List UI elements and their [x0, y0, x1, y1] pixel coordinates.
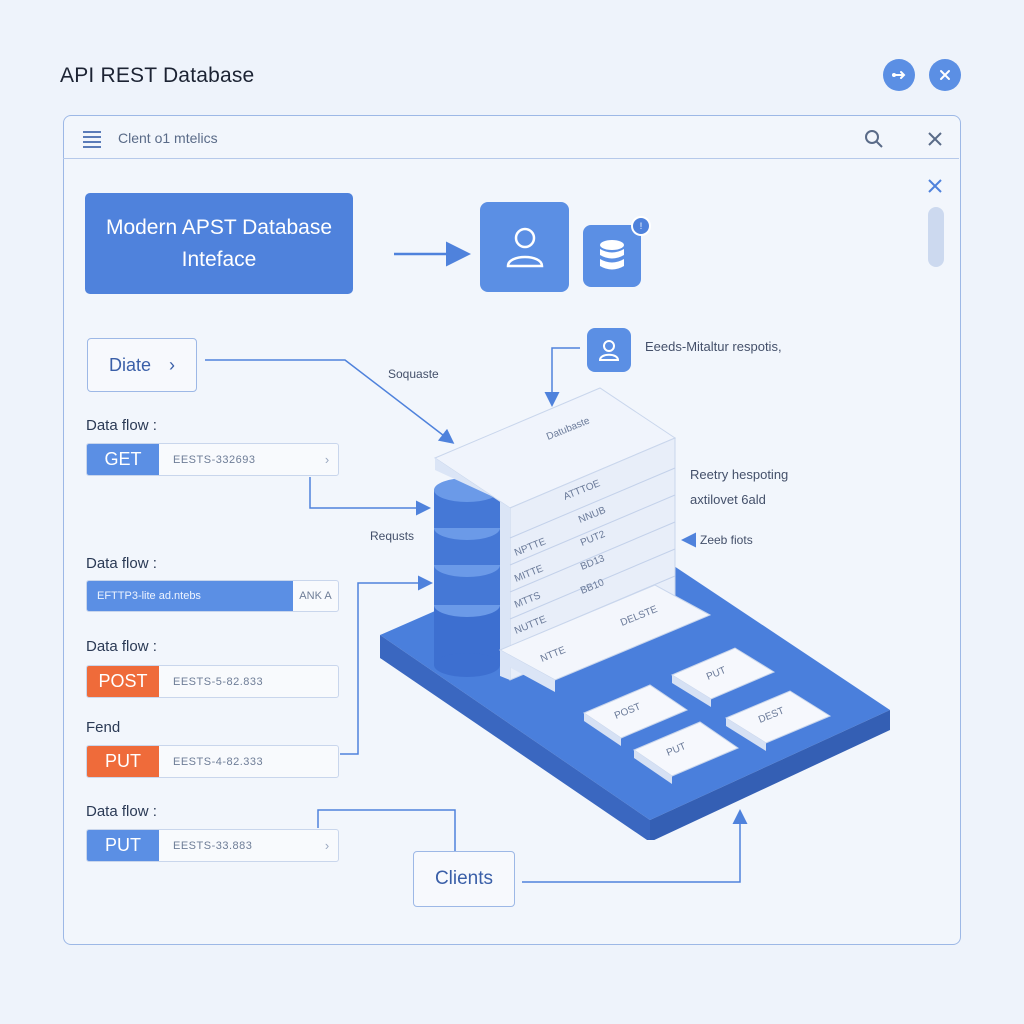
window-title: Clent o1 mtelics — [118, 130, 218, 146]
database-icon — [600, 240, 624, 270]
chevron-right-icon: › — [324, 838, 330, 853]
notification-badge: ! — [631, 216, 651, 236]
flow-label: Data flow : — [86, 803, 157, 820]
cylinder-stack — [434, 478, 500, 677]
flow-end-value: ANK A — [299, 590, 332, 602]
key-post[interactable]: POST — [582, 684, 689, 746]
flow-label: Data flow : — [86, 638, 157, 655]
flow-value: EESTS-33.883 — [173, 839, 253, 852]
flow-row-post[interactable]: POST EESTS-5-82.833 — [86, 665, 339, 698]
flow-row-http[interactable]: EFTTP3-lite ad.ntebs ANK A — [86, 580, 339, 612]
key-put-top[interactable]: PUT — [670, 647, 776, 707]
flow-row-get[interactable]: GET EESTS-332693 › — [86, 443, 339, 476]
method-badge: POST — [87, 666, 159, 697]
flow-label: Data flow : — [86, 417, 157, 434]
chevron-right-icon: › — [169, 354, 176, 375]
method-badge: GET — [87, 444, 159, 475]
annotation-right-2: axtilovet 6ald — [690, 492, 766, 507]
user-icon — [506, 227, 543, 268]
close-icon — [928, 132, 942, 146]
flow-value: EESTS-5-82.833 — [173, 675, 264, 688]
hero-line-1: Modern APST Database — [105, 215, 333, 239]
date-button[interactable]: Diate › — [87, 338, 197, 392]
close-window-button[interactable] — [929, 59, 961, 91]
annotation-top: Eeeds-Mitaltur respotis, — [645, 339, 782, 354]
flow-label: Data flow : — [86, 555, 157, 572]
hero-line-2: Inteface — [181, 247, 257, 271]
user-tile[interactable] — [480, 202, 569, 292]
search-icon — [865, 130, 883, 148]
database-tile[interactable] — [583, 225, 641, 287]
app-title: API REST Database — [60, 64, 255, 87]
database-illustration: Datubaste ATTTOE NNUB NPTTE PUT2 MITTE B… — [380, 387, 890, 840]
window-header — [63, 115, 959, 159]
chevron-right-icon: › — [324, 452, 330, 467]
menu-icon — [83, 131, 101, 148]
close-icon — [928, 179, 942, 193]
menu-button[interactable] — [80, 127, 104, 151]
annotation-right-1: Reetry hespoting — [690, 467, 789, 482]
link-icon — [892, 71, 906, 79]
method-badge: PUT — [87, 830, 159, 861]
user-badge-tile — [587, 328, 631, 372]
date-button-label: Diate — [108, 354, 152, 375]
flow-row-put-2[interactable]: PUT EESTS-33.883 › — [86, 829, 339, 862]
key-put-bottom[interactable]: PUT — [632, 721, 740, 784]
flow-value: EESTS-4-82.333 — [173, 755, 264, 768]
annotation-requests: Requsts — [370, 529, 415, 543]
annotation-right-3: Zeeb fiots — [700, 533, 753, 547]
link-button[interactable] — [883, 59, 915, 91]
user-icon — [598, 340, 620, 361]
flow-value: EFTTP3-lite ad.ntebs — [87, 581, 293, 611]
clients-button[interactable]: Clients — [413, 851, 515, 907]
flow-label: Fend — [86, 719, 121, 736]
search-button[interactable] — [862, 127, 886, 151]
close-circle-icon — [940, 70, 950, 80]
method-badge: PUT — [87, 746, 159, 777]
key-dest[interactable]: DEST — [724, 690, 832, 751]
panel-close-button[interactable] — [923, 174, 947, 198]
annotation-soquaste: Soquaste — [388, 367, 439, 381]
scrollbar-thumb[interactable] — [928, 207, 944, 267]
flow-value: EESTS-332693 — [173, 453, 256, 466]
flow-row-put[interactable]: PUT EESTS-4-82.333 — [86, 745, 339, 778]
close-button[interactable] — [923, 127, 947, 151]
